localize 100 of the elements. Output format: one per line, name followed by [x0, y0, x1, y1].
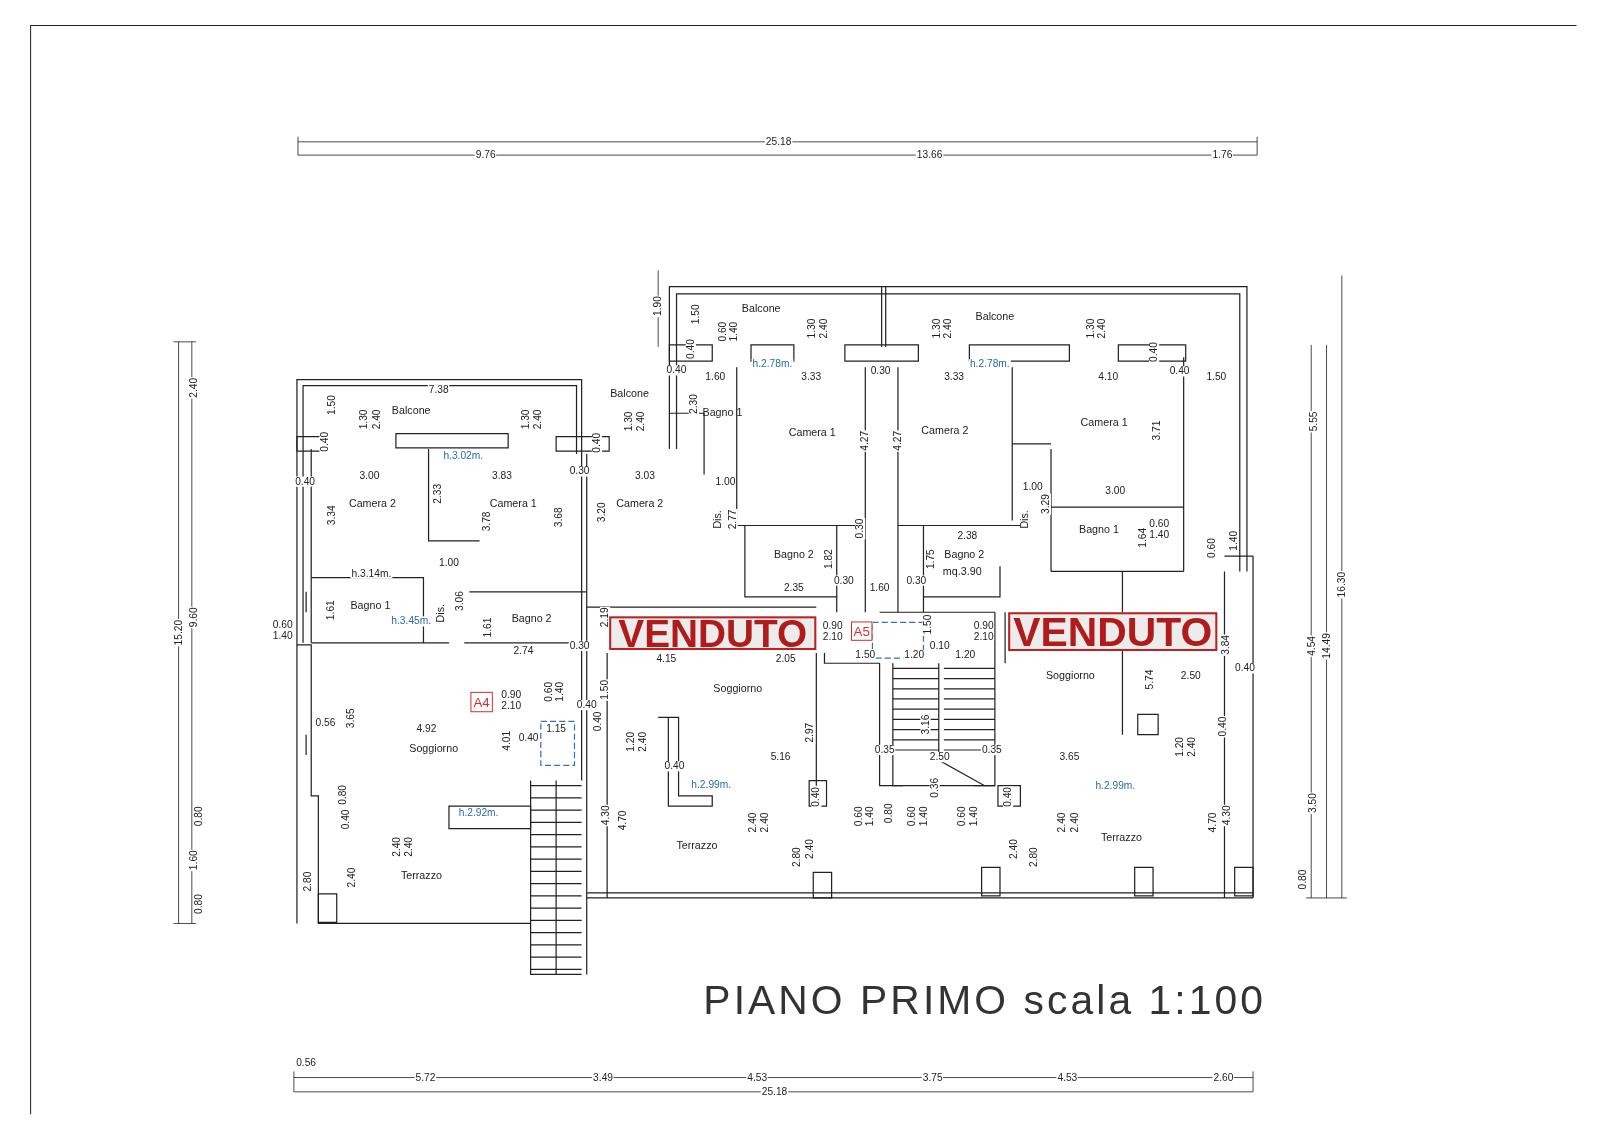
dimension-value: 3.16: [920, 713, 931, 736]
dimension-value: 4.70: [1208, 811, 1219, 834]
dimension-value: 3.29: [1040, 493, 1051, 516]
room-name: Soggiorno: [408, 742, 460, 754]
dimension-value: 1.75: [925, 548, 936, 571]
dimension-value: 0.90: [821, 620, 844, 631]
dimension-value: 2.19: [600, 606, 611, 629]
dimension-value: 3.78: [481, 510, 492, 533]
dimension-value: 0.80: [337, 783, 348, 806]
dimension-value: 2.35: [782, 582, 805, 593]
dimension-value: 1.15: [545, 723, 568, 734]
dimension-value: 1.76: [1211, 150, 1234, 161]
ceiling-height-note: h.2.78m.: [751, 359, 794, 370]
dimension-value: 0.30: [568, 640, 591, 651]
dimension-value: 4.30: [1221, 804, 1232, 827]
sold-stamp: VENDUTO: [609, 616, 817, 650]
dimension-value: 1.50: [326, 394, 337, 417]
room-name: Bagno 1: [1078, 524, 1120, 535]
sold-stamp: VENDUTO: [1008, 612, 1218, 651]
dimension-value: 2.40: [1186, 736, 1197, 758]
dimension-value: 1.60: [704, 371, 727, 382]
ceiling-height-note: h.2.78m.: [968, 359, 1011, 370]
dimension-value: 2.40: [818, 317, 829, 340]
dimension-value: 1.50: [922, 613, 933, 636]
dimension-value: 5.74: [1144, 668, 1156, 691]
dimension-value: 7.38: [427, 384, 450, 395]
dimension-value: 3.33: [943, 371, 966, 382]
dimension-value: 1.40: [728, 320, 739, 343]
dimension-value: 2.50: [928, 752, 951, 763]
room-name: Dis.: [712, 509, 723, 530]
room-name: Camera 1: [488, 497, 538, 509]
dimension-value: 0.40: [340, 808, 351, 831]
dimension-value: 1.40: [1148, 529, 1171, 540]
ceiling-height-note: h.2.92m.: [457, 808, 500, 819]
room-name: Dis.: [434, 603, 446, 624]
dimension-value: 1.50: [854, 650, 877, 661]
dimension-value: 0.60: [907, 805, 918, 828]
dimension-value: 2.40: [532, 408, 543, 431]
dimension-value: 0.60: [854, 805, 865, 828]
dimension-value: 0.80: [193, 893, 205, 916]
dimension-value: 0.40: [319, 430, 330, 453]
dimension-value: 1.30: [1085, 317, 1096, 340]
dimension-value: 1.00: [1021, 481, 1044, 492]
dimension-value: 0.40: [575, 700, 598, 711]
dimension-value: 9.76: [474, 150, 497, 161]
dimension-value: 0.40: [592, 710, 604, 733]
dimension-value: 1.30: [520, 408, 531, 431]
dimension-value: 4.70: [617, 809, 628, 832]
dimension-value: 4.01: [502, 729, 513, 752]
dimension-value: 1.50: [690, 303, 701, 326]
dimension-value: 2.33: [432, 482, 443, 505]
room-name: Bagno 2: [772, 548, 815, 560]
dimension-value: 2.40: [637, 730, 648, 753]
dimension-value: 1.40: [555, 680, 566, 703]
dimension-value: 0.40: [517, 732, 540, 743]
room-name: Balcone: [609, 387, 650, 399]
dimension-value: 5.16: [769, 752, 792, 763]
dimension-value: 25.18: [764, 136, 793, 147]
room-name: Balcone: [390, 404, 432, 416]
ceiling-height-note: h.2.99m.: [1094, 780, 1137, 791]
dimension-value: 0.90: [972, 620, 995, 631]
ceiling-height-note: h.3.45m.: [390, 616, 433, 627]
dimension-value: 1.50: [600, 678, 611, 701]
dimension-value: 1.20: [1174, 736, 1185, 758]
dimension-value: 2.10: [972, 631, 995, 642]
dimension-value: 2.40: [1069, 811, 1080, 834]
dimension-value: 3.75: [921, 1072, 944, 1083]
dimension-value: 0.56: [295, 1058, 318, 1069]
dimension-value: 0.40: [663, 761, 686, 772]
dimension-value: 1.30: [359, 408, 370, 431]
room-name: Bagno 2: [510, 613, 553, 624]
dimension-value: 2.40: [346, 866, 358, 889]
dimension-value: 2.40: [1096, 317, 1108, 340]
dimension-value: 2.40: [760, 811, 771, 834]
dimension-value: 4.27: [860, 429, 871, 452]
room-name: Camera 1: [787, 427, 837, 438]
dimension-value: 3.50: [1308, 792, 1319, 814]
dimension-value: 2.40: [188, 376, 199, 399]
dimension-value: 2.40: [371, 408, 382, 431]
dimension-value: 2.74: [512, 645, 535, 657]
dimension-value: 14.49: [1321, 632, 1332, 660]
dimension-value: 0.40: [685, 338, 696, 360]
dimension-value: 1.60: [868, 582, 891, 593]
dimension-value: 1.20: [954, 650, 977, 661]
ceiling-height-note: h.2.99m.: [690, 779, 733, 790]
dimension-value: 2.40: [1009, 838, 1020, 860]
dimension-value: 4.53: [1056, 1072, 1079, 1083]
dimension-value: 2.60: [1212, 1072, 1235, 1083]
dimension-value: 0.40: [294, 476, 317, 487]
dimension-value: 0.80: [883, 802, 894, 825]
dimension-value: 0.60: [271, 619, 294, 630]
room-name: Bagno 2: [943, 548, 986, 560]
dimension-value: 0.40: [1233, 663, 1256, 674]
dimension-value: 2.40: [1057, 811, 1068, 834]
dimension-value: 0.30: [568, 466, 591, 477]
dimension-value: 0.60: [1207, 537, 1218, 559]
dimension-value: 4.53: [746, 1072, 769, 1083]
dimension-value: 2.40: [805, 838, 816, 860]
dimension-value: 0.40: [665, 365, 688, 376]
dimension-value: 4.30: [601, 804, 612, 827]
